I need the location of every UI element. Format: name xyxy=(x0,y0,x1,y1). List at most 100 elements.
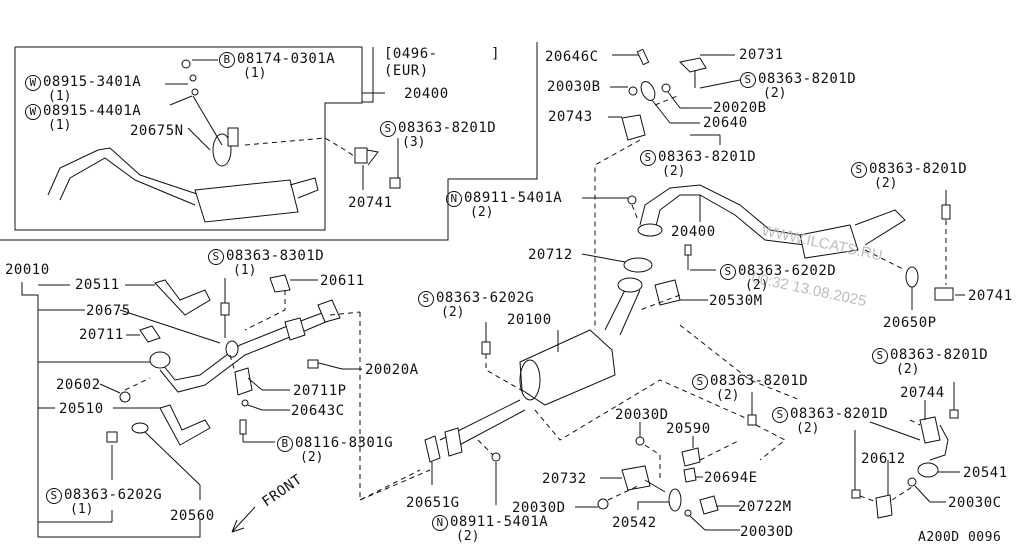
callout-bracket-722m[interactable]: 20722M xyxy=(738,499,792,515)
mount-20541 xyxy=(917,462,939,478)
callout-washer-643c[interactable]: 20643C xyxy=(291,403,345,419)
callout-bracket-744[interactable]: 20744 xyxy=(900,385,945,401)
part-qty: (2) xyxy=(470,205,494,220)
callout-nut-030d-b[interactable]: 20030D xyxy=(512,500,566,516)
callout-bracket-741[interactable]: 20741 xyxy=(968,288,1013,304)
screw-badge: S xyxy=(418,291,434,307)
gasket-20711 xyxy=(139,325,161,343)
inset-outer-boundary xyxy=(0,42,538,241)
callout-nut-030d-c[interactable]: 20030D xyxy=(740,524,794,540)
callout-bracket-711p[interactable]: 20711P xyxy=(293,383,347,399)
part-qty: (2) xyxy=(796,421,820,436)
callout-bracket-612[interactable]: 20612 xyxy=(861,451,906,467)
callout-mount-590[interactable]: 20590 xyxy=(666,421,711,437)
callout-gasket-712[interactable]: 20712 xyxy=(528,247,573,263)
screw-badge: S xyxy=(772,407,788,423)
bolt-badge: B xyxy=(277,436,293,452)
part-number: 08363-8201D xyxy=(758,71,857,87)
callout-mount-541[interactable]: 20541 xyxy=(963,465,1008,481)
bracket-20732 xyxy=(621,465,651,491)
callout-insulator-510[interactable]: 20510 xyxy=(59,401,104,417)
callout-nut-030d-a[interactable]: 20030D xyxy=(615,407,669,423)
part-qty: (2) xyxy=(896,362,920,377)
callout-clip-694e[interactable]: 20694E xyxy=(704,470,758,486)
inset-pipe xyxy=(47,147,201,206)
part-number: 08363-8201D xyxy=(790,406,889,422)
callout-bracket-731[interactable]: 20731 xyxy=(739,47,784,63)
screw-badge: S xyxy=(208,249,224,265)
callout-rod[interactable]: 20646C xyxy=(545,49,599,65)
callout-inset-clamp[interactable]: 20675N xyxy=(130,123,184,139)
callout-bracket-611[interactable]: 20611 xyxy=(320,273,365,289)
callout-center-muffler[interactable]: 20100 xyxy=(507,312,552,328)
callout-inset-bracket[interactable]: 20741 xyxy=(348,195,393,211)
callout-nut-602[interactable]: 20602 xyxy=(56,377,101,393)
callout-bracket-732[interactable]: 20732 xyxy=(542,471,587,487)
insulator-20530m xyxy=(654,279,681,306)
callout-clamp-675[interactable]: 20675 xyxy=(86,303,131,319)
part-number: 08363-8201D xyxy=(869,161,968,177)
part-qty: (2) xyxy=(874,176,898,191)
part-number: 08911-5401A xyxy=(450,514,549,530)
part-number: 08363-8201D xyxy=(658,149,757,165)
screw-badge: S xyxy=(740,72,756,88)
callout-insulator-530m[interactable]: 20530M xyxy=(709,293,763,309)
part-qty: (2) xyxy=(745,278,769,293)
gasket-20651g xyxy=(424,435,441,463)
sensor-20560 xyxy=(131,422,149,434)
bracket-20743 xyxy=(621,114,646,141)
callout-mount-650p[interactable]: 20650P xyxy=(883,315,937,331)
mount-20542 xyxy=(668,488,682,512)
nut-badge: N xyxy=(432,515,448,531)
part-qty: (1) xyxy=(48,118,72,133)
callout-pipe-400[interactable]: 20400 xyxy=(671,224,716,240)
inset-muffler xyxy=(194,179,299,223)
screw-badge: S xyxy=(851,162,867,178)
nut-20602 xyxy=(119,391,131,403)
nut-20030d-a xyxy=(635,436,645,446)
part-number: 08363-6202G xyxy=(64,487,163,503)
watermark-url: WWW.ILCATS.RU xyxy=(760,222,884,265)
diagram-code: A200D 0096 xyxy=(918,530,1002,545)
callout-front-tube-assy[interactable]: 20010 xyxy=(5,262,50,278)
part-number: 08363-8201D xyxy=(890,347,989,363)
part-qty: (3) xyxy=(402,135,426,150)
callout-sensor-560[interactable]: 20560 xyxy=(170,508,215,524)
bracket-20711p xyxy=(234,367,253,396)
clamp-20675 xyxy=(225,340,239,358)
part-number: 08116-8301G xyxy=(295,435,394,451)
inset-bracket xyxy=(354,147,368,164)
insulator-20511 xyxy=(154,279,211,316)
callout-insulator-511[interactable]: 20511 xyxy=(75,277,120,293)
part-number: 08915-4401A xyxy=(43,103,142,119)
callout-gasket-651g[interactable]: 20651G xyxy=(406,495,460,511)
callout-bolt-020a[interactable]: 20020A xyxy=(365,362,419,378)
screw-badge: S xyxy=(46,488,62,504)
part-qty: (2) xyxy=(441,305,465,320)
callout-nut-b[interactable]: 20030B xyxy=(547,79,601,95)
callout-nut-030c[interactable]: 20030C xyxy=(948,495,1002,511)
callout-bracket-743[interactable]: 20743 xyxy=(548,109,593,125)
callout-mount-542[interactable]: 20542 xyxy=(612,515,657,531)
callout-gasket-711[interactable]: 20711 xyxy=(79,327,124,343)
callout-bolt-020b[interactable]: 20020B xyxy=(713,100,767,116)
callout-hanger-640[interactable]: 20640 xyxy=(703,115,748,131)
